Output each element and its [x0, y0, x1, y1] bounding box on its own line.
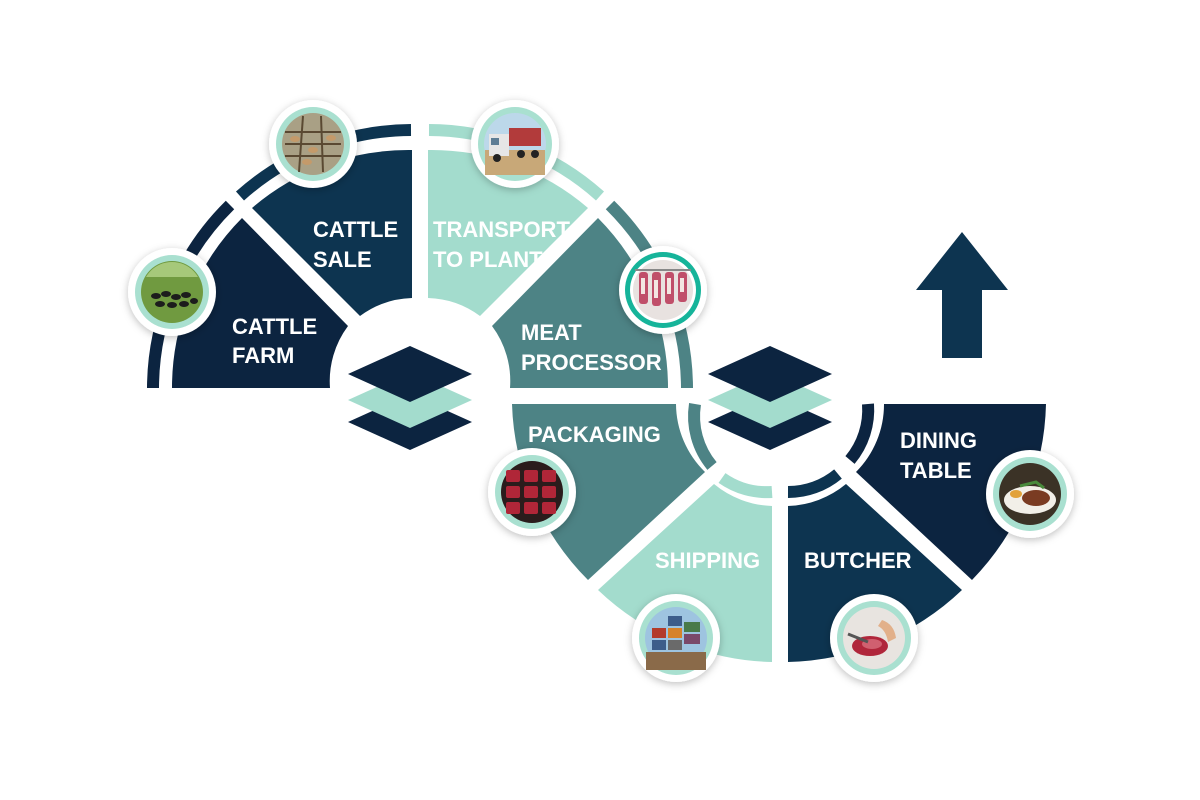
- label-transport: TRANSPORT TO PLANT: [433, 217, 576, 272]
- cattle-pens-photo-icon: [269, 100, 357, 188]
- label-cattle-farm: CATTLE FARM: [232, 314, 323, 368]
- shipping-containers-photo-icon: [632, 594, 720, 682]
- label-cattle-sale: CATTLE SALE: [313, 217, 404, 272]
- segment-transport[interactable]: [428, 149, 588, 316]
- label-meat-processor: MEAT PROCESSOR: [521, 320, 662, 375]
- road-train-truck-photo-icon: [471, 100, 559, 188]
- ring-inner-butcher: [787, 469, 842, 499]
- butcher-cutting-photo-icon: [830, 594, 918, 682]
- segment-meat-processor[interactable]: [492, 218, 669, 388]
- segment-dining-table[interactable]: [856, 404, 1046, 580]
- hanging-carcasses-photo-icon: [619, 246, 707, 334]
- upper-arc-group: [147, 124, 693, 389]
- up-arrow-icon: [916, 232, 1008, 358]
- segment-packaging[interactable]: [512, 404, 705, 580]
- ring-inner-dining: [845, 403, 875, 464]
- stacked-layers-icon: [348, 346, 472, 450]
- segment-butcher[interactable]: [788, 484, 962, 662]
- label-butcher: BUTCHER: [804, 548, 912, 573]
- packaged-meat-photo-icon: [488, 448, 576, 536]
- labels: CATTLE FARM CATTLE SALE TRANSPORT TO PLA…: [232, 217, 983, 573]
- cattle-herd-photo-icon: [128, 248, 216, 336]
- segment-cattle-sale[interactable]: [252, 149, 412, 316]
- segment-cattle-farm[interactable]: [171, 218, 348, 388]
- label-shipping: SHIPPING: [655, 548, 760, 573]
- ring-outer-packaging: [688, 403, 717, 470]
- label-dining-table: DINING TABLE: [900, 428, 983, 483]
- ring-outer-shipping: [718, 472, 773, 499]
- right-arc-group: [787, 403, 1046, 662]
- stacked-layers-icon: [708, 346, 832, 450]
- label-packaging: PACKAGING: [528, 422, 661, 447]
- steak-plate-photo-icon: [986, 450, 1074, 538]
